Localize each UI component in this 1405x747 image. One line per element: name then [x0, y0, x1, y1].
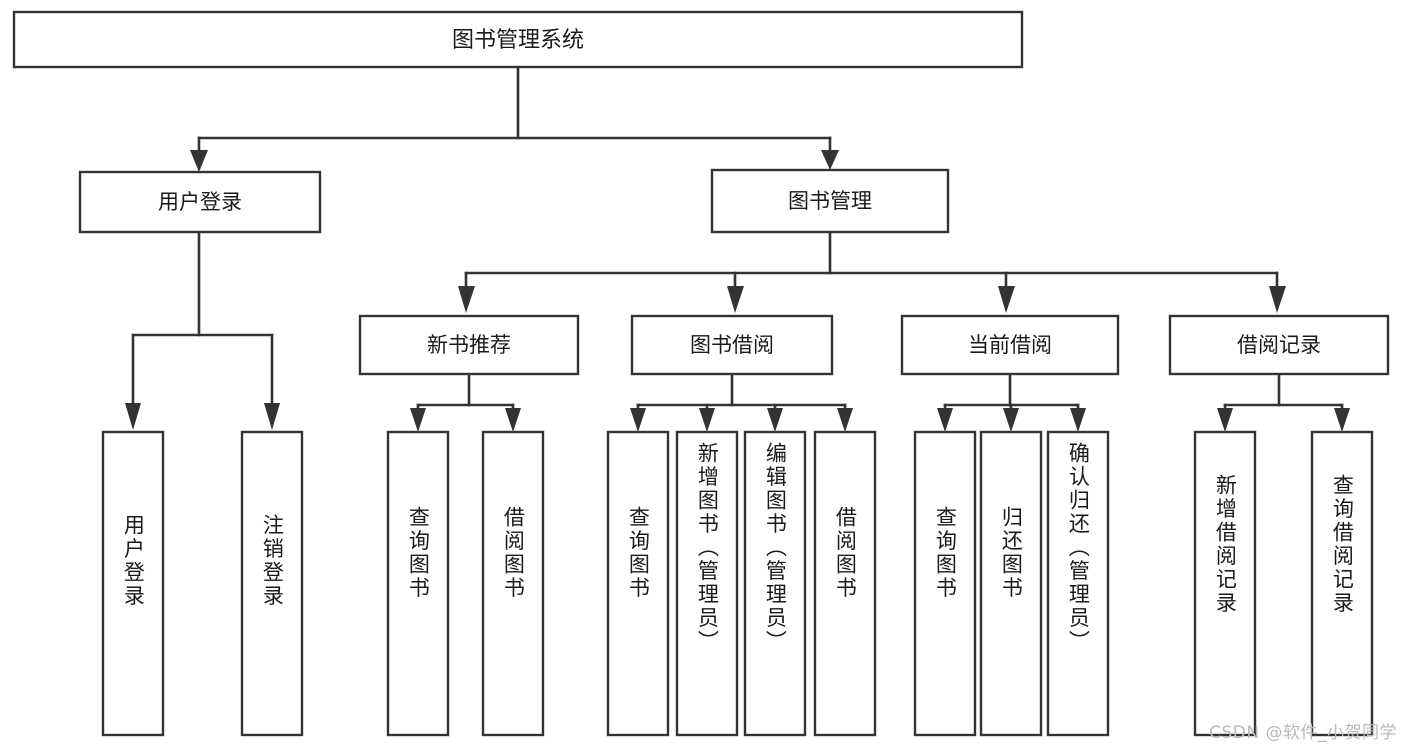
node-leaf-confirm-return-admin[interactable] — [1046, 430, 1110, 737]
node-current-borrow-label: 当前借阅 — [968, 333, 1052, 357]
csdn-watermark: CSDN @软件_小贺同学 — [1209, 723, 1397, 743]
arrow-leaf-borrow-book-recommend — [505, 408, 521, 432]
node-leaf-query-book-recommend[interactable] — [386, 430, 450, 737]
edges-layer — [125, 65, 1350, 432]
arrow-leaf-borrow-book — [837, 408, 853, 432]
node-leaf-borrow-book-recommend[interactable] — [481, 430, 545, 737]
arrow-leaf-add-book-admin — [699, 408, 715, 432]
nodes-layer: 图书管理系统 用户登录 图书管理 新书推荐 图书借阅 当前借阅 借阅记录 — [12, 10, 1390, 737]
node-book-borrow[interactable] — [630, 314, 834, 376]
arrow-borrow-record — [1269, 286, 1286, 313]
arrow-book-borrow — [727, 286, 744, 313]
arrow-to-book-manage — [821, 150, 839, 170]
node-leaf-add-borrow-record[interactable] — [1193, 430, 1257, 737]
node-leaf-query-book-current[interactable] — [913, 430, 977, 737]
node-leaf-query-book-borrow[interactable] — [606, 430, 670, 737]
arrow-leaf-return-book — [1003, 408, 1019, 432]
node-book-borrow-label: 图书借阅 — [690, 333, 774, 357]
arrow-leaf-query-borrow-record — [1334, 408, 1350, 432]
arrow-leaf-user-login — [125, 403, 141, 430]
arrow-leaf-query-book-current — [937, 408, 953, 432]
node-leaf-borrow-book[interactable] — [813, 430, 877, 737]
node-leaf-add-book-admin[interactable] — [675, 430, 739, 737]
node-book-manage[interactable] — [710, 168, 950, 234]
node-leaf-return-book[interactable] — [979, 430, 1043, 737]
node-leaf-query-borrow-record[interactable] — [1310, 430, 1374, 737]
node-root-label: 图书管理系统 — [452, 28, 584, 53]
arrow-new-book-recommend — [458, 286, 475, 313]
node-borrow-record-label: 借阅记录 — [1237, 333, 1321, 357]
arrow-leaf-query-book-recommend — [410, 408, 426, 432]
node-user-login[interactable] — [78, 170, 322, 234]
arrow-leaf-edit-book-admin — [767, 408, 783, 432]
node-leaf-logout-login[interactable] — [240, 430, 304, 737]
arrow-leaf-confirm-return-admin — [1070, 408, 1086, 432]
node-new-book-recommend[interactable] — [358, 314, 580, 376]
arrow-to-user-login — [190, 150, 208, 172]
arrow-current-borrow — [998, 286, 1015, 313]
node-current-borrow[interactable] — [900, 314, 1120, 376]
node-book-manage-label: 图书管理 — [788, 189, 872, 213]
node-leaf-user-login[interactable] — [101, 430, 165, 737]
node-borrow-record[interactable] — [1168, 314, 1390, 376]
node-leaf-edit-book-admin[interactable] — [743, 430, 807, 737]
arrow-leaf-add-borrow-record — [1217, 408, 1233, 432]
arrow-leaf-query-book-borrow — [630, 408, 646, 432]
arrow-leaf-logout-login — [264, 403, 280, 430]
node-user-login-label: 用户登录 — [158, 190, 242, 214]
node-new-book-recommend-label: 新书推荐 — [427, 333, 511, 357]
node-root[interactable] — [12, 10, 1024, 69]
